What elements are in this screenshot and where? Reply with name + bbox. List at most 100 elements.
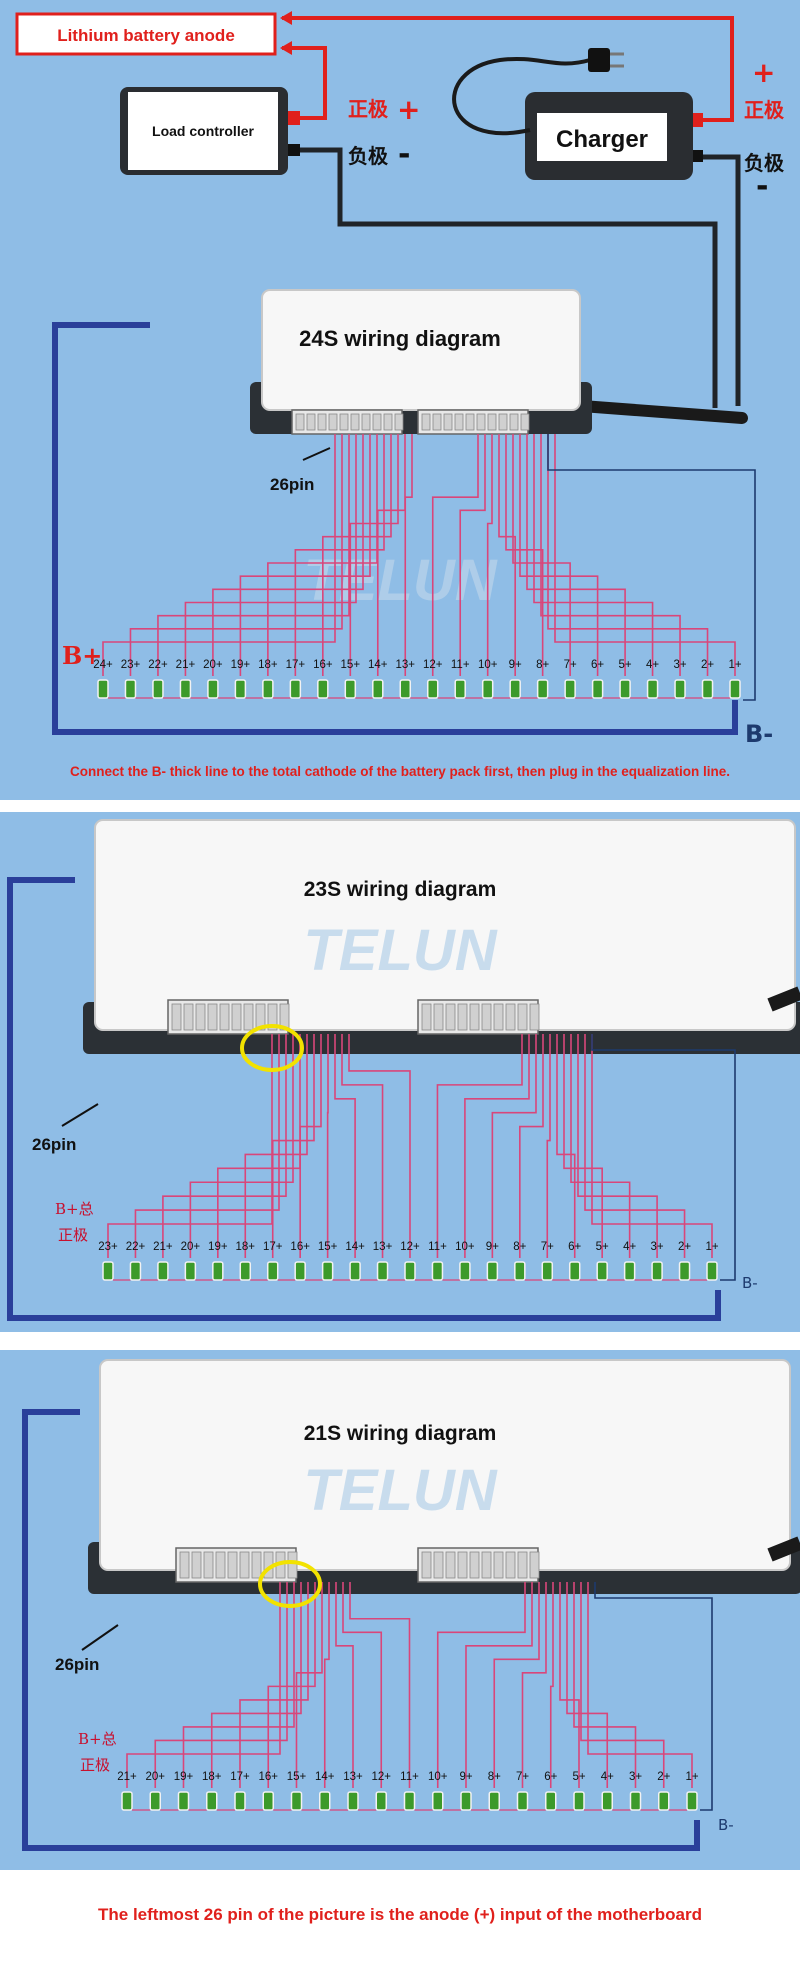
connector-pin: [255, 1003, 266, 1031]
cell-label: 20+: [145, 1771, 165, 1783]
separator: [0, 1332, 800, 1350]
balance-wire-17+: [271, 1034, 315, 1258]
connector-pin: [517, 1551, 528, 1579]
cell-label: 1+: [685, 1771, 698, 1783]
cell-label: 9+: [509, 659, 522, 671]
balance-wire-4+: [533, 434, 654, 676]
balance-wire-15+: [349, 434, 399, 676]
battery-cell-13+: [347, 1791, 359, 1811]
pin-pointer-line: [302, 447, 331, 461]
balance-wire-2+: [584, 1034, 686, 1258]
cell-label: 15+: [318, 1241, 338, 1253]
load-negative-wire: [300, 147, 718, 408]
balance-wire-16+: [299, 1034, 322, 1258]
balance-wire-20+: [212, 434, 364, 676]
cell-label: 20+: [203, 659, 223, 671]
battery-cell-3+: [674, 679, 686, 699]
connector-pin: [529, 1551, 540, 1579]
battery-cell-7+: [541, 1261, 554, 1281]
cell-label: 17+: [263, 1241, 283, 1253]
cell-label: 11+: [451, 659, 470, 671]
connector-pin: [505, 1551, 516, 1579]
cell-label: 20+: [181, 1241, 201, 1253]
charger-negative-terminal: [693, 150, 703, 162]
first-pin-highlight: [240, 1024, 304, 1072]
balance-wire-11+: [459, 434, 486, 676]
battery-cell-21+: [179, 679, 192, 699]
b-plus-zh-label: 正极: [80, 1756, 110, 1774]
cell-label: 4+: [623, 1241, 636, 1253]
arrow-left-icon: [280, 41, 292, 55]
connector-pin: [227, 1551, 238, 1579]
note-first: Connect the B- thick line to the total c…: [69, 764, 731, 779]
battery-cell-5+: [619, 679, 631, 699]
connector-pin: [432, 413, 442, 431]
b-plus-label: B+: [62, 641, 102, 670]
battery-cell-12+: [404, 1261, 416, 1281]
note-bottom: The leftmost 26 pin of the picture is th…: [98, 1905, 702, 1924]
balance-wire-20+: [154, 1582, 288, 1788]
b-minus-sense-wire: [547, 434, 756, 701]
battery-cell-4+: [601, 1791, 613, 1811]
battery-cell-16+: [262, 1791, 274, 1811]
connector-pin: [191, 1551, 202, 1579]
watermark: TELUN: [303, 1458, 497, 1523]
battery-cell-11+: [403, 1791, 416, 1811]
balance-wire-16+: [322, 434, 392, 676]
cell-label: 22+: [148, 659, 168, 671]
cell-label: 8+: [536, 659, 549, 671]
balance-wire-18+: [244, 1034, 308, 1258]
connector-pin: [267, 1003, 278, 1031]
balance-wire-19+: [239, 434, 371, 676]
connector-pin: [433, 1551, 444, 1579]
battery-cell-9+: [486, 1261, 499, 1281]
battery-cell-9+: [460, 1791, 472, 1811]
cell-label: 1+: [705, 1241, 718, 1253]
watermark: TELUN: [303, 918, 497, 983]
cell-label: 3+: [629, 1771, 642, 1783]
battery-cell-17+: [289, 679, 302, 699]
plus-sign-2: +: [752, 56, 775, 89]
balance-wire-3+: [577, 1034, 658, 1258]
connector-pin: [445, 1551, 456, 1579]
connector-pin: [433, 1003, 444, 1031]
connector-pin: [529, 1003, 540, 1031]
charger-positive-terminal: [693, 113, 703, 127]
cell-label: 18+: [202, 1771, 222, 1783]
battery-cell-1+: [686, 1791, 698, 1811]
battery-cell-4+: [646, 679, 659, 699]
diagram-title: 21S wiring diagram: [304, 1422, 497, 1445]
balance-wire-20+: [189, 1034, 294, 1258]
connector-pin: [339, 413, 349, 431]
battery-cell-6+: [545, 1791, 557, 1811]
pin-pointer-line: [61, 1103, 99, 1127]
anode-label: Lithium battery anode: [57, 26, 235, 45]
pin-count-label: 26pin: [32, 1135, 76, 1154]
b-minus-label: B-: [745, 720, 773, 748]
cell-label: 12+: [371, 1771, 391, 1783]
balance-wire-12+: [431, 434, 479, 676]
cell-label: 14+: [368, 659, 388, 671]
balance-wire-2+: [547, 434, 709, 676]
charger-label: Charger: [556, 126, 648, 153]
load-positive-terminal: [288, 111, 300, 125]
b-plus-zh-label: 正极: [58, 1226, 88, 1244]
connector-pin: [183, 1003, 194, 1031]
cell-label: 12+: [400, 1241, 420, 1253]
cell-label: 9+: [459, 1771, 472, 1783]
connector-pin: [505, 1003, 516, 1031]
b-plus-main-wire: [52, 322, 738, 735]
connector-pin: [361, 413, 371, 431]
cell-label: 21+: [176, 659, 196, 671]
cell-label: 18+: [236, 1241, 256, 1253]
cell-label: 10+: [428, 1771, 448, 1783]
connector-pin: [498, 413, 508, 431]
connector-pin: [171, 1003, 182, 1031]
battery-cell-10+: [432, 1791, 444, 1811]
cell-label: 18+: [258, 659, 278, 671]
cell-label: 19+: [231, 659, 251, 671]
battery-cell-18+: [206, 1791, 218, 1811]
balance-wire-3+: [540, 434, 681, 676]
battery-cell-9+: [509, 679, 521, 699]
connector-pin: [457, 1551, 468, 1579]
